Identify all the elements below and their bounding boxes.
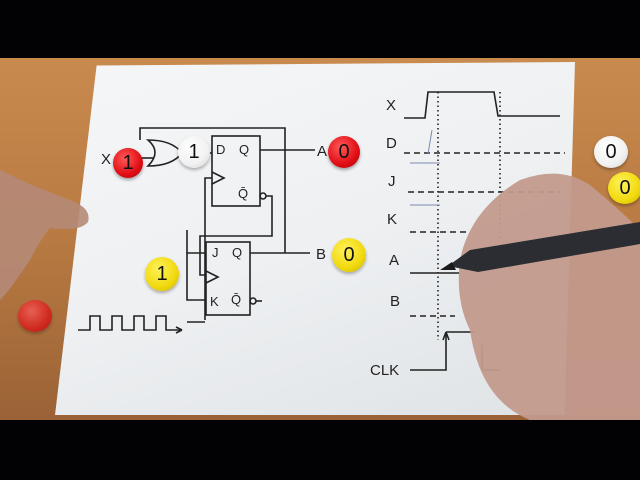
token-or-output-value[interactable]: 1	[178, 136, 210, 168]
timing-label-b: B	[390, 293, 401, 310]
token-side-white[interactable]: 0	[594, 136, 628, 168]
jkff-j-pin: J	[212, 245, 219, 260]
output-b-label: B	[316, 246, 327, 263]
token-jk-text: 1	[156, 262, 168, 285]
timing-label-k: K	[387, 211, 398, 228]
bottom-letterbox	[0, 420, 640, 480]
dff-qbar-pin: Q̄	[238, 186, 249, 201]
pen-tip	[440, 262, 456, 270]
pen	[448, 222, 640, 272]
token-offpage-red	[18, 300, 52, 332]
token-side-yellow[interactable]: 0	[608, 172, 640, 204]
timing-label-d: D	[386, 135, 397, 152]
output-a-label: A	[317, 143, 328, 160]
token-side-yellow-text: 0	[619, 176, 631, 199]
timing-label-clk: CLK	[370, 362, 400, 379]
dff-d-pin: D	[216, 142, 226, 157]
jkff-q-pin: Q	[232, 245, 243, 260]
token-x-value[interactable]: 1	[113, 148, 143, 178]
timing-label-j: J	[388, 173, 396, 190]
left-hand	[0, 170, 89, 300]
token-x-text: 1	[122, 151, 134, 174]
jkff-qbar-pin: Q̄	[231, 292, 242, 307]
timing-label-a: A	[389, 252, 400, 269]
token-jk-input-value[interactable]: 1	[145, 257, 179, 291]
jkff-k-pin: K	[210, 294, 219, 309]
token-b-value[interactable]: 0	[332, 238, 366, 272]
token-or-text: 1	[188, 140, 200, 163]
right-hand	[458, 173, 640, 420]
token-side-white-text: 0	[605, 140, 617, 163]
top-letterbox	[0, 0, 640, 58]
timing-label-x: X	[386, 97, 397, 114]
token-a-text: 0	[338, 140, 350, 163]
input-x-label: X	[101, 151, 112, 168]
dff-q-pin: Q	[239, 142, 250, 157]
token-a-value[interactable]: 0	[328, 136, 360, 168]
token-b-text: 0	[343, 243, 355, 266]
